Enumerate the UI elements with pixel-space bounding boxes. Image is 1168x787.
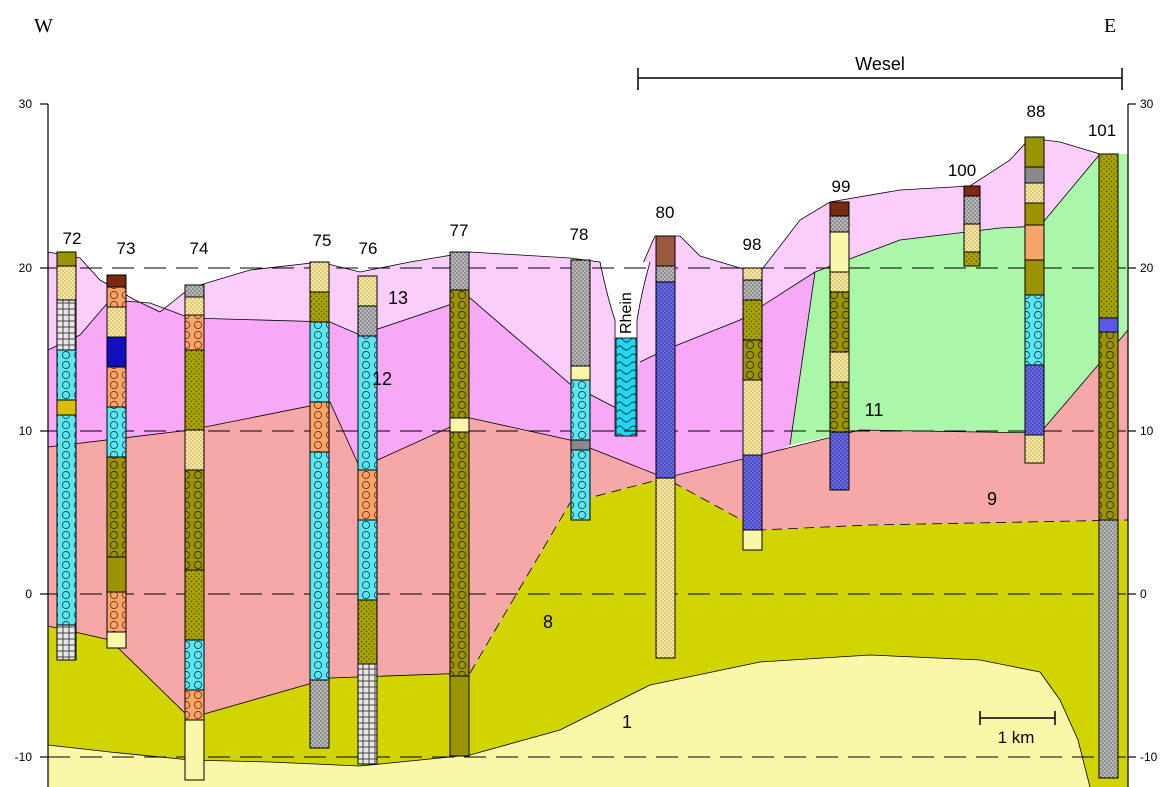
borehole-label-98: 98 <box>743 235 762 254</box>
borehole-label-78: 78 <box>570 225 589 244</box>
scale-bar <box>979 711 1056 725</box>
borehole-label-100: 100 <box>948 161 976 180</box>
borehole-label-99: 99 <box>832 177 851 196</box>
borehole-column <box>309 261 330 749</box>
tick-label: -10 <box>1140 750 1158 764</box>
unit-label-13: 13 <box>388 288 408 308</box>
tick-label: 10 <box>1140 424 1154 438</box>
tick-label: 20 <box>19 261 33 275</box>
unit-label-12: 12 <box>372 369 392 389</box>
unit-1-area <box>48 655 1090 787</box>
borehole-label-75: 75 <box>313 231 332 250</box>
borehole-label-74: 74 <box>190 239 209 258</box>
unit-label-9: 9 <box>987 489 997 509</box>
unit-label-8: 8 <box>543 612 553 632</box>
borehole-column <box>1024 136 1045 464</box>
borehole-column <box>963 185 981 267</box>
tick-label: 0 <box>25 587 32 601</box>
borehole-column <box>106 274 127 649</box>
unit-label-11: 11 <box>865 400 884 420</box>
borehole-column <box>742 267 763 551</box>
borehole-column <box>449 251 470 757</box>
borehole-column <box>357 275 378 765</box>
direction-west: W <box>34 15 53 37</box>
borehole-label-101: 101 <box>1088 121 1116 140</box>
borehole-column <box>829 201 850 491</box>
borehole-label-76: 76 <box>359 239 378 258</box>
river-label: Rhein <box>618 292 635 334</box>
town-extent-bar <box>637 68 1123 90</box>
borehole-label-88: 88 <box>1027 102 1046 121</box>
direction-east: E <box>1104 15 1116 37</box>
tick-label: 30 <box>1140 97 1154 111</box>
tick-label: 30 <box>19 97 33 111</box>
borehole-column <box>570 259 591 521</box>
borehole-label-72: 72 <box>63 229 82 248</box>
tick-label: 20 <box>1140 261 1154 275</box>
borehole-label-80: 80 <box>656 203 675 222</box>
river-rhein: Rhein <box>599 261 651 437</box>
unit-labels: 13 12 11 9 8 1 <box>372 288 997 732</box>
boreholes <box>56 136 1119 781</box>
axes <box>40 103 1136 787</box>
borehole-label-77: 77 <box>450 221 469 240</box>
borehole-column <box>1098 153 1119 779</box>
tick-label: 0 <box>1140 587 1147 601</box>
level-lines <box>48 267 1128 758</box>
borehole-column <box>655 235 676 659</box>
y-axis-left: 30 20 10 0 -10 <box>15 97 33 764</box>
unit-label-1: 1 <box>622 712 632 732</box>
borehole-column <box>184 284 205 781</box>
y-axis-right: 30 20 10 0 -10 <box>1140 97 1158 764</box>
borehole-label-73: 73 <box>117 239 136 258</box>
town-label: Wesel <box>855 54 905 74</box>
tick-label: 10 <box>19 424 33 438</box>
borehole-column <box>56 251 77 661</box>
tick-label: -10 <box>15 750 33 764</box>
scale-bar-label: 1 km <box>998 728 1035 747</box>
borehole-labels: 72 73 74 75 76 77 78 80 98 99 100 88 101 <box>63 102 1117 258</box>
